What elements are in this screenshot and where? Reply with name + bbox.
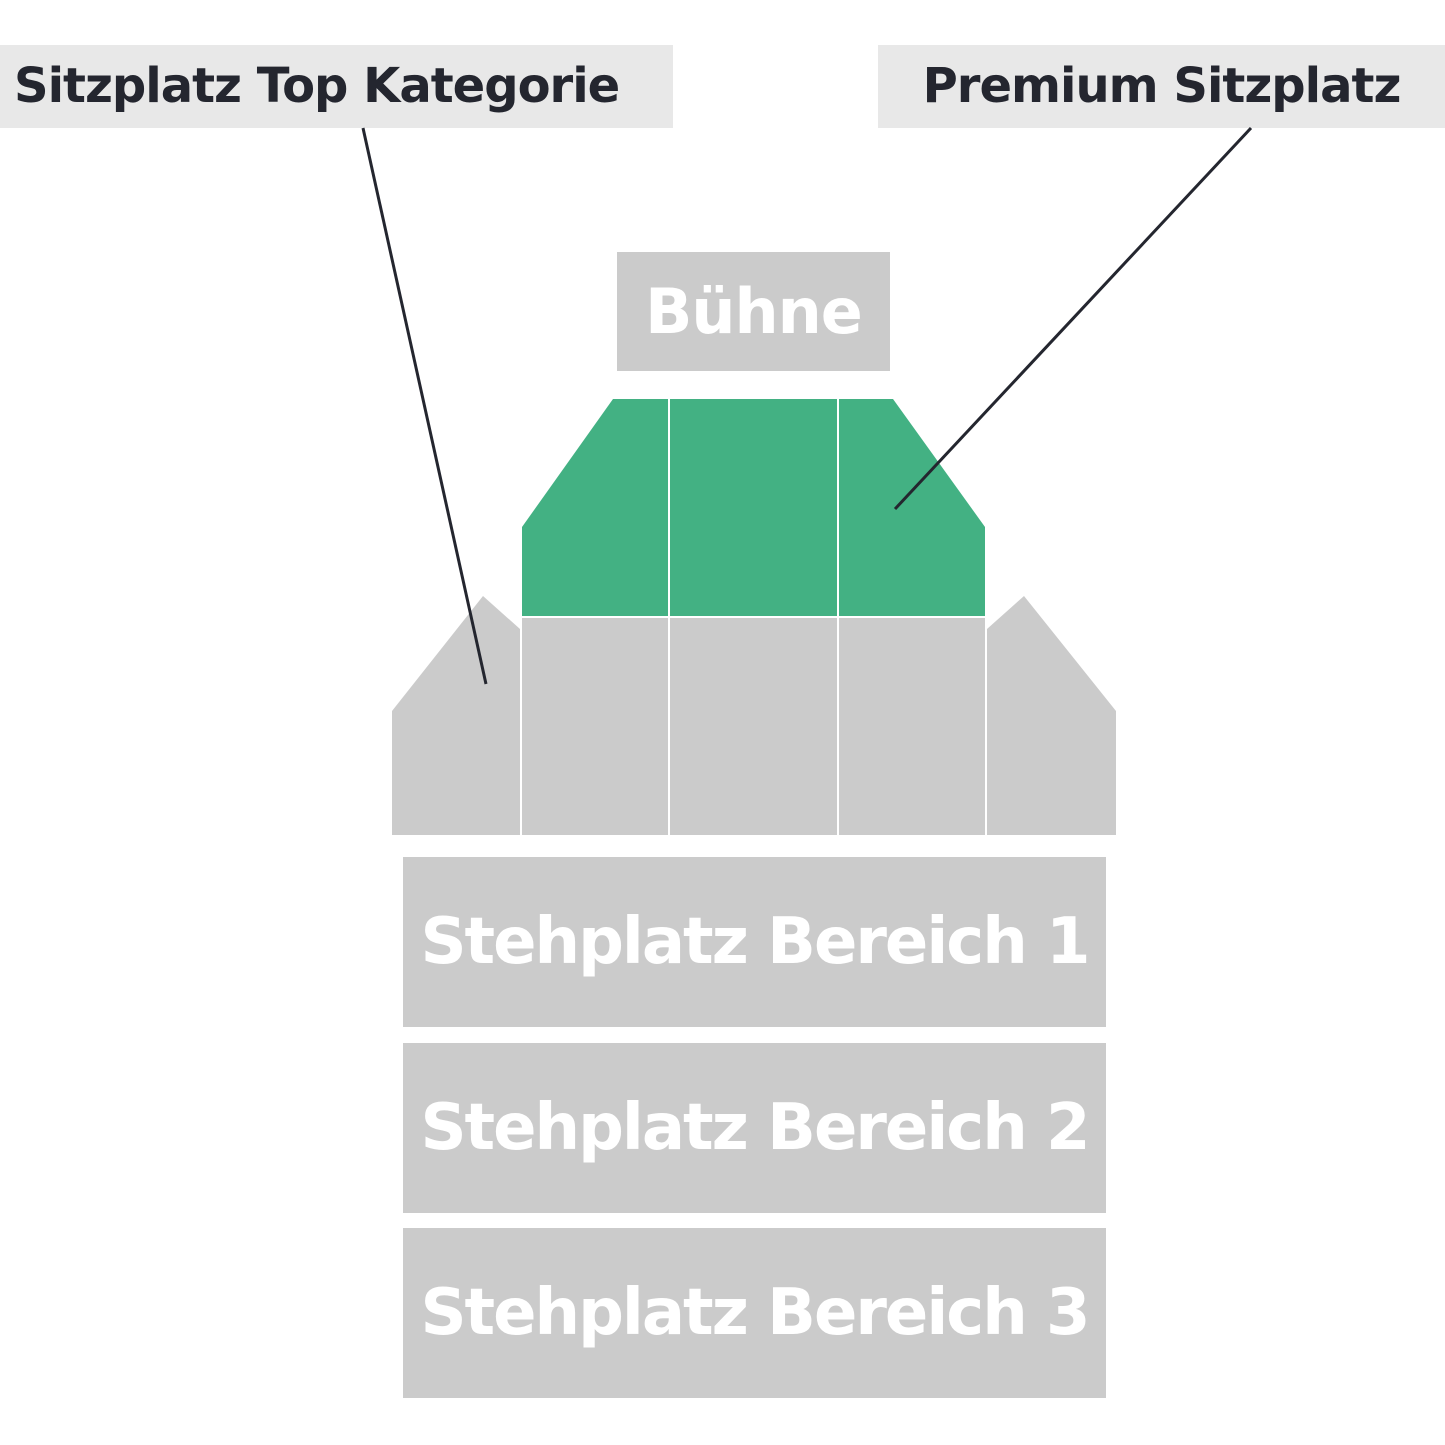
premium-section — [522, 399, 985, 617]
standing-area-1: Stehplatz Bereich 1 — [403, 857, 1106, 1027]
leader-line-premium — [893, 126, 1253, 511]
top-category-section-center — [522, 617, 985, 835]
top-category-section-right — [987, 596, 1116, 835]
leader-line-top-category — [361, 127, 488, 685]
callout-top-category: Sitzplatz Top Kategorie — [0, 45, 673, 128]
top-category-section-left — [392, 596, 520, 835]
standing-area-2: Stehplatz Bereich 2 — [403, 1043, 1106, 1213]
callout-premium: Premium Sitzplatz — [878, 45, 1445, 128]
standing-area-3: Stehplatz Bereich 3 — [403, 1228, 1106, 1398]
stage-label: Bühne — [617, 252, 890, 371]
